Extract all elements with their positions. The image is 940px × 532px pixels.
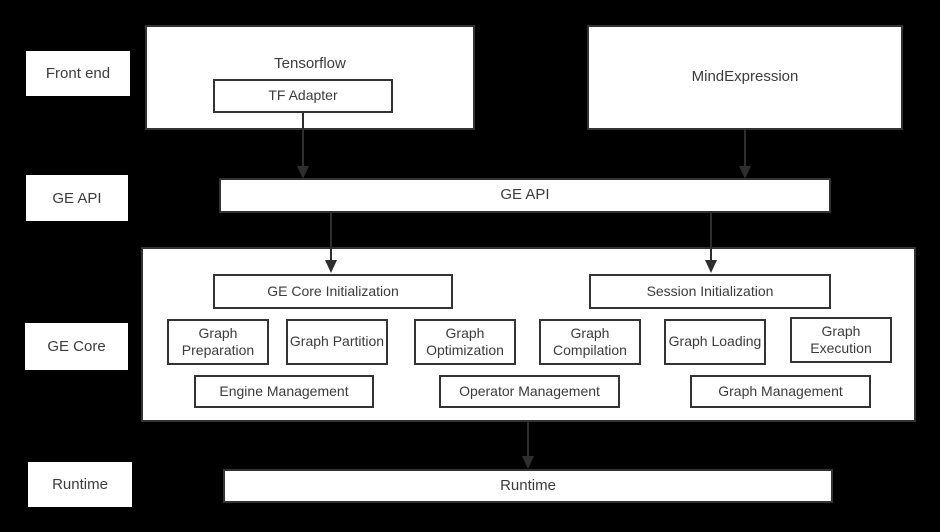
arrow-shaft (710, 211, 712, 260)
arrow-head (522, 456, 534, 469)
row-label-runtime-text: Runtime (52, 476, 108, 493)
graph-partition-box: Graph Partition (286, 319, 388, 365)
engine-management-box: Engine Management (194, 375, 374, 408)
tf-adapter-box: TF Adapter (213, 79, 393, 113)
graph-preparation-box: Graph Preparation (167, 319, 269, 365)
operator-management-box: Operator Management (439, 375, 620, 408)
arrow-shaft (744, 130, 746, 166)
session-initialization-box: Session Initialization (589, 274, 831, 309)
runtime-bar-label: Runtime (500, 476, 556, 494)
graph-preparation-label: Graph Preparation (181, 324, 255, 359)
arrow-head (739, 166, 751, 179)
graph-management-box: Graph Management (690, 375, 871, 408)
arrow-ge-api-to-session-initialization (705, 211, 717, 273)
ge-api-bar-label: GE API (500, 186, 550, 204)
operator-management-label: Operator Management (459, 382, 600, 399)
graph-partition-label: Graph Partition (289, 333, 385, 350)
arrow-mindexpression-to-ge-api (739, 130, 751, 179)
graph-optimization-box: Graph Optimization (414, 319, 516, 365)
arrow-ge-api-to-ge-core-initialization (325, 211, 337, 273)
row-label-ge-core-text: GE Core (47, 338, 106, 355)
graph-compilation-label: Graph Compilation (553, 324, 627, 359)
arrow-shaft (527, 422, 529, 456)
arrow-shaft (330, 211, 332, 260)
arrow-head (325, 260, 337, 273)
graph-execution-box: Graph Execution (790, 317, 892, 363)
tf-adapter-label: TF Adapter (268, 87, 338, 104)
engine-management-label: Engine Management (219, 382, 349, 399)
graph-compilation-box: Graph Compilation (539, 319, 641, 365)
runtime-bar: Runtime (223, 469, 833, 503)
session-initialization-label: Session Initialization (646, 282, 774, 299)
tensorflow-box: Tensorflow TF Adapter (145, 25, 475, 130)
mindexpression-box: MindExpression (587, 25, 903, 130)
arrow-ge-core-to-runtime (522, 422, 534, 469)
graph-management-label: Graph Management (718, 382, 843, 399)
mindexpression-label: MindExpression (691, 68, 799, 86)
arrow-head (705, 260, 717, 273)
row-label-front-end-text: Front end (45, 65, 111, 82)
graph-execution-label: Graph Execution (810, 322, 872, 357)
ge-core-initialization-label: GE Core Initialization (267, 282, 399, 299)
arrow-tf-adapter-to-ge-api (297, 113, 309, 179)
row-label-runtime: Runtime (28, 462, 132, 507)
graph-loading-box: Graph Loading (664, 319, 766, 365)
graph-loading-label: Graph Loading (668, 333, 762, 350)
ge-core-initialization-box: GE Core Initialization (213, 274, 453, 309)
row-label-ge-api: GE API (26, 175, 128, 221)
tensorflow-label: Tensorflow (274, 55, 346, 72)
ge-core-box: GE Core Initialization Session Initializ… (141, 247, 916, 422)
ge-api-bar: GE API (219, 178, 831, 213)
arrow-shaft (302, 113, 304, 166)
row-label-ge-api-text: GE API (52, 189, 102, 207)
graph-optimization-label: Graph Optimization (426, 324, 504, 359)
row-label-ge-core: GE Core (25, 323, 128, 370)
row-label-front-end: Front end (26, 51, 130, 96)
arrow-head (297, 166, 309, 179)
